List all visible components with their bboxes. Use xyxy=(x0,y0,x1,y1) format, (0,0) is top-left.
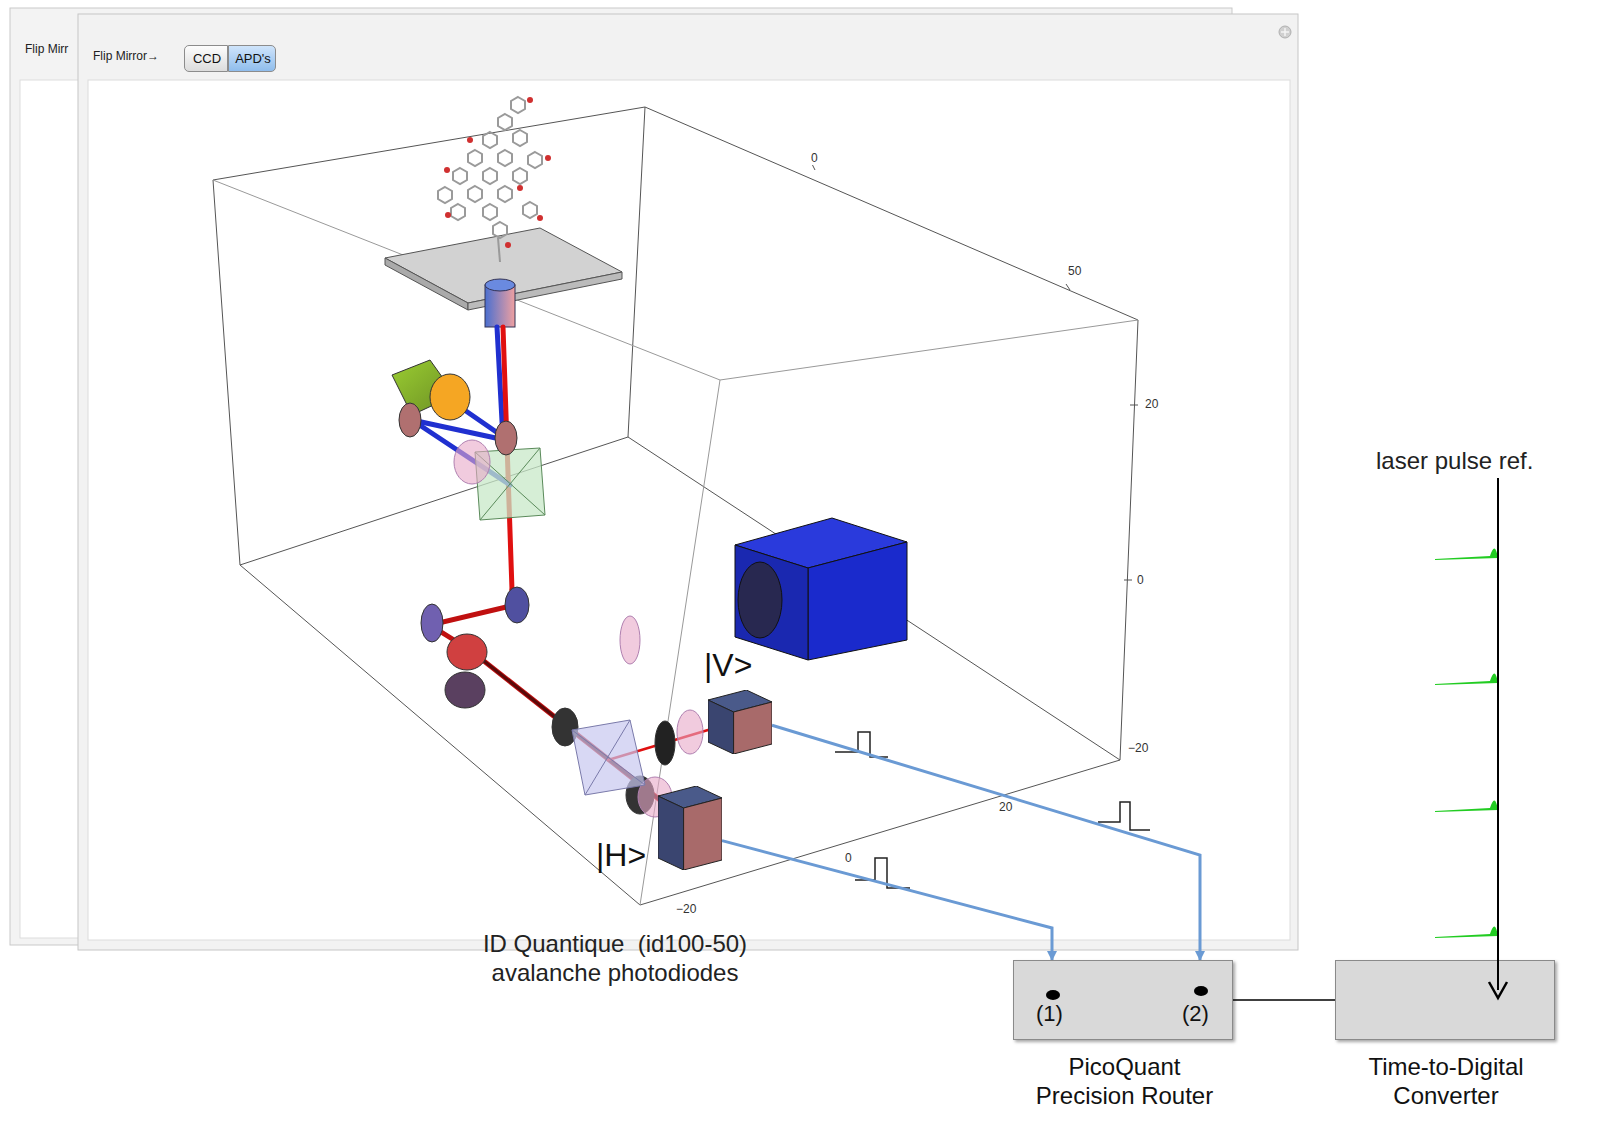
axis-tick: 0 xyxy=(809,151,820,165)
annotation: ID Quantique (id100-50) avalanche photod… xyxy=(445,930,785,988)
axis-tick: −20 xyxy=(1126,741,1150,755)
node-label: PicoQuant Precision Router xyxy=(1017,1053,1232,1111)
toggle-button: CCD xyxy=(184,45,228,72)
connection-line xyxy=(1233,999,1335,1001)
photodiode-body xyxy=(658,786,722,870)
node-label: (1) xyxy=(1036,1001,1076,1027)
signal-cable xyxy=(722,841,1052,960)
front-window xyxy=(78,14,1298,950)
reference-arrowhead xyxy=(1489,982,1507,998)
photodiode-body xyxy=(708,690,772,754)
axis-tick: 0 xyxy=(1135,573,1146,587)
molecule xyxy=(438,97,551,262)
router-box: (1)(2)PicoQuant Precision Router xyxy=(1013,960,1233,1040)
node-label: APD's xyxy=(229,51,277,67)
node-label: (2) xyxy=(1182,1001,1222,1027)
converter-box: Time-to-Digital Converter xyxy=(1335,960,1555,1040)
annotation: Flip Mirror→ xyxy=(93,49,159,63)
annotation: laser pulse ref. xyxy=(1376,447,1533,476)
node-label: CCD xyxy=(185,51,229,67)
port-dot xyxy=(1194,986,1208,996)
node-label: |V> xyxy=(704,646,784,684)
toggle-button: APD's xyxy=(228,45,276,72)
pulse-symbol xyxy=(835,732,1150,888)
axis-tick: 20 xyxy=(1143,397,1160,411)
photodiode: |V> xyxy=(708,690,772,754)
axis-tick: −20 xyxy=(674,902,698,916)
signal-cable xyxy=(772,725,1200,960)
laser-pulse xyxy=(1435,548,1498,938)
photodiode: |H> xyxy=(658,786,722,870)
plot-box xyxy=(213,107,1138,905)
axis-tick: 0 xyxy=(843,851,854,865)
axis-tick: 50 xyxy=(1066,264,1083,278)
reference-line xyxy=(1497,478,1499,990)
node-label: Time-to-Digital Converter xyxy=(1336,1053,1556,1111)
annotation: Flip Mirr xyxy=(25,42,68,56)
axis-tick: 20 xyxy=(997,800,1014,814)
node-label: |H> xyxy=(596,836,660,874)
port-dot xyxy=(1046,990,1060,1000)
